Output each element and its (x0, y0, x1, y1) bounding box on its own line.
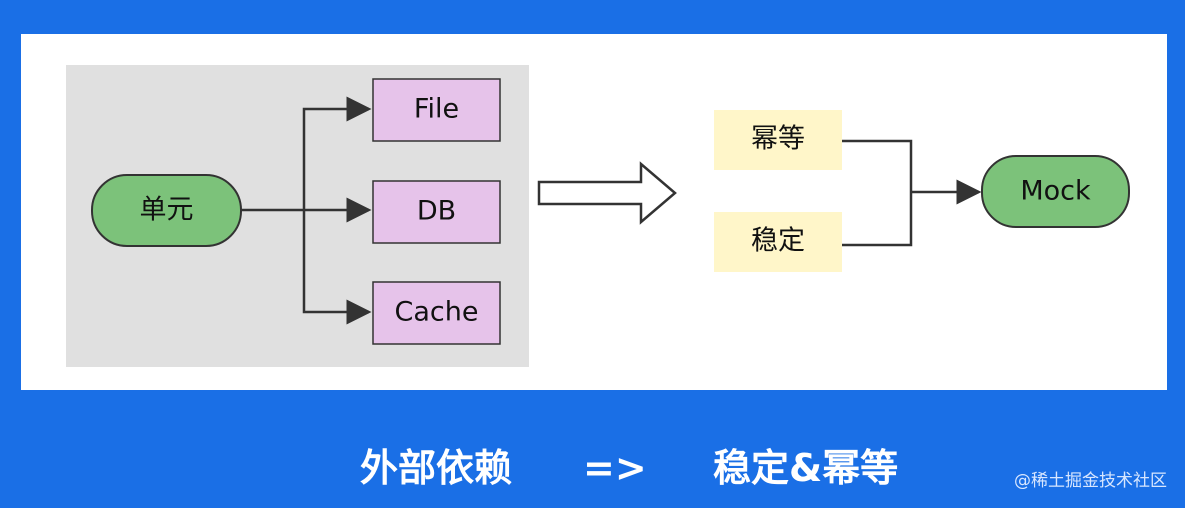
file-node-label: File (414, 94, 459, 125)
diagram-canvas: 单元 File DB Cache 幂等 稳定 (21, 34, 1167, 390)
cache-node: Cache (372, 281, 501, 345)
stable-node-label: 稳定 (751, 226, 805, 257)
stable-node: 稳定 (714, 212, 842, 272)
diagram-svg: 单元 File DB Cache 幂等 稳定 (66, 65, 1130, 367)
transition-arrow-icon (537, 161, 677, 225)
caption-stable-idempotent: 稳定&幂等 (713, 446, 899, 490)
watermark: @稀土掘金技术社区 (1014, 471, 1167, 491)
caption-transform-arrow: => (583, 446, 647, 490)
caption-external-dependency: 外部依赖 (360, 446, 513, 490)
db-node: DB (372, 180, 501, 244)
mock-node-label: Mock (1020, 176, 1091, 207)
unit-node-label: 单元 (140, 195, 194, 226)
idempotent-node-label: 幂等 (751, 124, 805, 155)
connector-to-cache (302, 210, 372, 325)
connector-inputs (842, 139, 913, 247)
cache-node-label: Cache (395, 297, 479, 328)
idempotent-node: 幂等 (714, 110, 842, 170)
mock-node: Mock (981, 155, 1130, 228)
db-node-label: DB (417, 196, 456, 227)
connector-to-file (302, 96, 372, 210)
file-node: File (372, 78, 501, 142)
unit-node: 单元 (91, 174, 242, 247)
